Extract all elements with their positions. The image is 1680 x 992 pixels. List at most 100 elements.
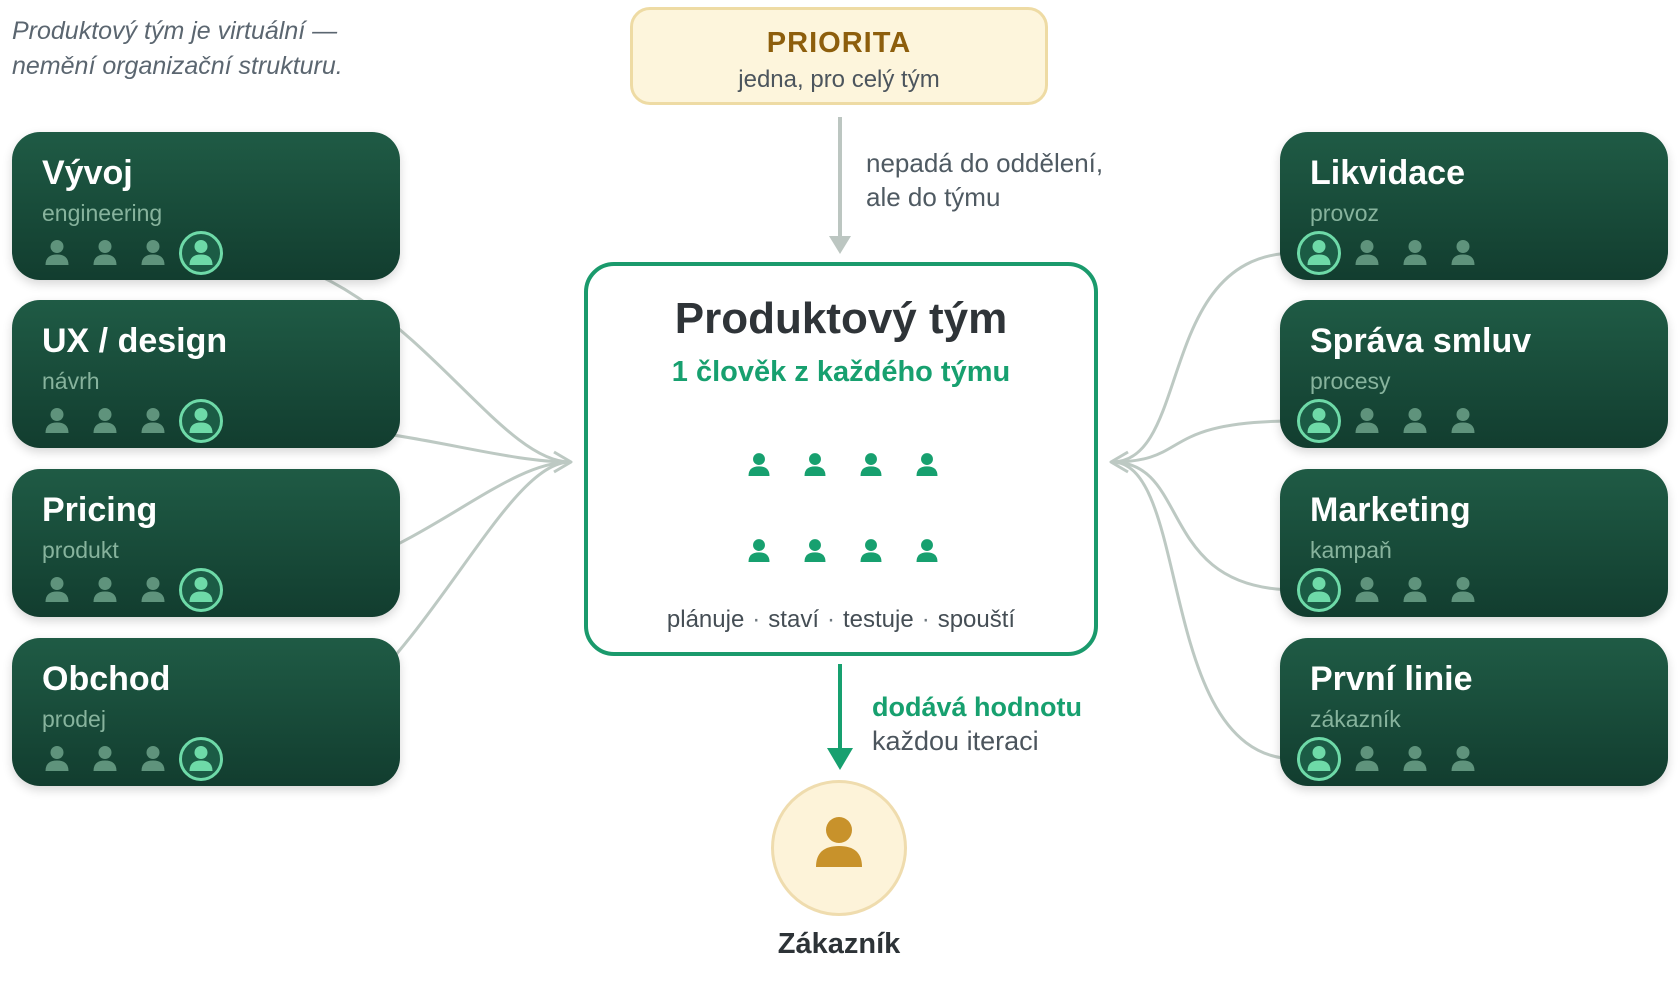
product-team-subtitle: 1 člověk z každého týmu bbox=[671, 356, 1011, 388]
product-team-activities: plánuje · staví · testuje · spouští bbox=[588, 606, 1094, 634]
member-icon bbox=[34, 398, 80, 444]
customer-label: Zákazník bbox=[777, 928, 901, 960]
member-icon bbox=[130, 736, 176, 782]
note-line-1: Produktový tým je virtuální — bbox=[12, 17, 338, 45]
department-name: Likvidace bbox=[1310, 154, 1465, 192]
activity-separator: · bbox=[826, 606, 835, 633]
team-member-icon bbox=[794, 444, 836, 486]
team-member-icon bbox=[850, 530, 892, 572]
selected-member-icon bbox=[1296, 230, 1342, 276]
priority-box: PRIORITA jedna, pro celý tým bbox=[630, 7, 1048, 105]
department-card-marketing: Marketing kampaň bbox=[1280, 469, 1668, 617]
member-icon bbox=[1344, 398, 1390, 444]
member-icon bbox=[1392, 736, 1438, 782]
department-name: Obchod bbox=[42, 660, 171, 698]
team-member-icon bbox=[906, 444, 948, 486]
member-icon bbox=[34, 567, 80, 613]
member-icon bbox=[1440, 230, 1486, 276]
member-icon bbox=[1344, 567, 1390, 613]
department-name: Marketing bbox=[1310, 491, 1471, 529]
member-icon bbox=[34, 736, 80, 782]
note-line-2: nemění organizační strukturu. bbox=[12, 52, 343, 80]
department-name: UX / design bbox=[42, 322, 228, 360]
delivery-rest: každou iteraci bbox=[872, 726, 1039, 756]
department-subtitle: produkt bbox=[42, 537, 119, 563]
member-icon bbox=[82, 398, 128, 444]
member-icon bbox=[82, 736, 128, 782]
selected-member-icon bbox=[1296, 567, 1342, 613]
priority-subtitle: jedna, pro celý tým bbox=[738, 66, 940, 93]
product-team-box: Produktový tým 1 člověk z každého týmu p… bbox=[584, 262, 1098, 656]
member-icon bbox=[1344, 230, 1390, 276]
selected-member-icon bbox=[178, 398, 224, 444]
department-subtitle: kampaň bbox=[1310, 537, 1392, 563]
virtual-team-note: Produktový tým je virtuální — nemění org… bbox=[12, 14, 412, 84]
member-icon bbox=[130, 230, 176, 276]
department-subtitle: prodej bbox=[42, 706, 106, 732]
department-card-likvidace: Likvidace provoz bbox=[1280, 132, 1668, 280]
department-subtitle: provoz bbox=[1310, 200, 1380, 226]
team-member-icon bbox=[850, 444, 892, 486]
selected-member-icon bbox=[178, 736, 224, 782]
selected-member-icon bbox=[178, 567, 224, 613]
customer-circle bbox=[771, 780, 907, 916]
incoming-label-line-2: ale do týmu bbox=[866, 182, 1001, 212]
priority-title: PRIORITA bbox=[766, 27, 912, 59]
member-icon bbox=[1344, 736, 1390, 782]
member-icon bbox=[1440, 398, 1486, 444]
activity-separator: · bbox=[921, 606, 930, 633]
connector-right bbox=[1111, 460, 1297, 761]
activity-testuje: testuje bbox=[842, 606, 914, 633]
connector-right bbox=[1111, 419, 1297, 464]
team-member-icon bbox=[738, 444, 780, 486]
arrowhead-left bbox=[553, 450, 573, 474]
department-name: Vývoj bbox=[42, 154, 133, 192]
department-card-prvni-linie: První linie zákazník bbox=[1280, 638, 1668, 786]
team-member-icon bbox=[794, 530, 836, 572]
member-icon bbox=[1440, 567, 1486, 613]
department-card-ux-design: UX / design návrh bbox=[12, 300, 400, 448]
department-name: První linie bbox=[1310, 660, 1473, 698]
product-team-members bbox=[738, 444, 948, 578]
incoming-arrow-label: nepadá do oddělení, ale do týmu bbox=[866, 146, 1103, 214]
member-icon bbox=[130, 398, 176, 444]
department-subtitle: engineering bbox=[42, 200, 163, 226]
selected-member-icon bbox=[1296, 398, 1342, 444]
department-name: Pricing bbox=[42, 491, 158, 529]
activity-separator: · bbox=[752, 606, 761, 633]
member-icon bbox=[82, 230, 128, 276]
department-name: Správa smluv bbox=[1310, 322, 1532, 360]
department-card-obchod: Obchod prodej bbox=[12, 638, 400, 786]
activity-planuje: plánuje bbox=[666, 606, 745, 633]
member-icon bbox=[1392, 398, 1438, 444]
priority-arrowhead bbox=[829, 236, 851, 254]
department-subtitle: zákazník bbox=[1310, 706, 1401, 732]
department-card-pricing: Pricing produkt bbox=[12, 469, 400, 617]
member-icon bbox=[82, 567, 128, 613]
member-icon bbox=[34, 230, 80, 276]
connector-right bbox=[1111, 460, 1297, 592]
member-icon bbox=[1440, 736, 1486, 782]
incoming-label-line-1: nepadá do oddělení, bbox=[866, 148, 1104, 178]
person-icon bbox=[816, 817, 862, 867]
department-subtitle: procesy bbox=[1310, 368, 1391, 394]
connector-right bbox=[1111, 251, 1297, 464]
team-member-icon bbox=[906, 530, 948, 572]
team-member-icon bbox=[738, 530, 780, 572]
activity-stavi: staví bbox=[768, 606, 819, 633]
delivery-label: dodává hodnotu každou iteraci bbox=[872, 690, 1082, 758]
department-subtitle: návrh bbox=[42, 368, 100, 394]
activity-spousti: spouští bbox=[937, 606, 1016, 633]
department-card-sprava-smluv: Správa smluv procesy bbox=[1280, 300, 1668, 448]
delivery-arrowhead bbox=[827, 748, 853, 770]
selected-member-icon bbox=[1296, 736, 1342, 782]
arrowhead-right bbox=[1109, 450, 1129, 474]
delivery-emphasis: dodává hodnotu bbox=[872, 692, 1082, 722]
member-icon bbox=[130, 567, 176, 613]
selected-member-icon bbox=[178, 230, 224, 276]
member-icon bbox=[1392, 230, 1438, 276]
member-icon bbox=[1392, 567, 1438, 613]
product-team-title: Produktový tým bbox=[674, 294, 1008, 343]
department-card-vyvoj: Vývoj engineering bbox=[12, 132, 400, 280]
